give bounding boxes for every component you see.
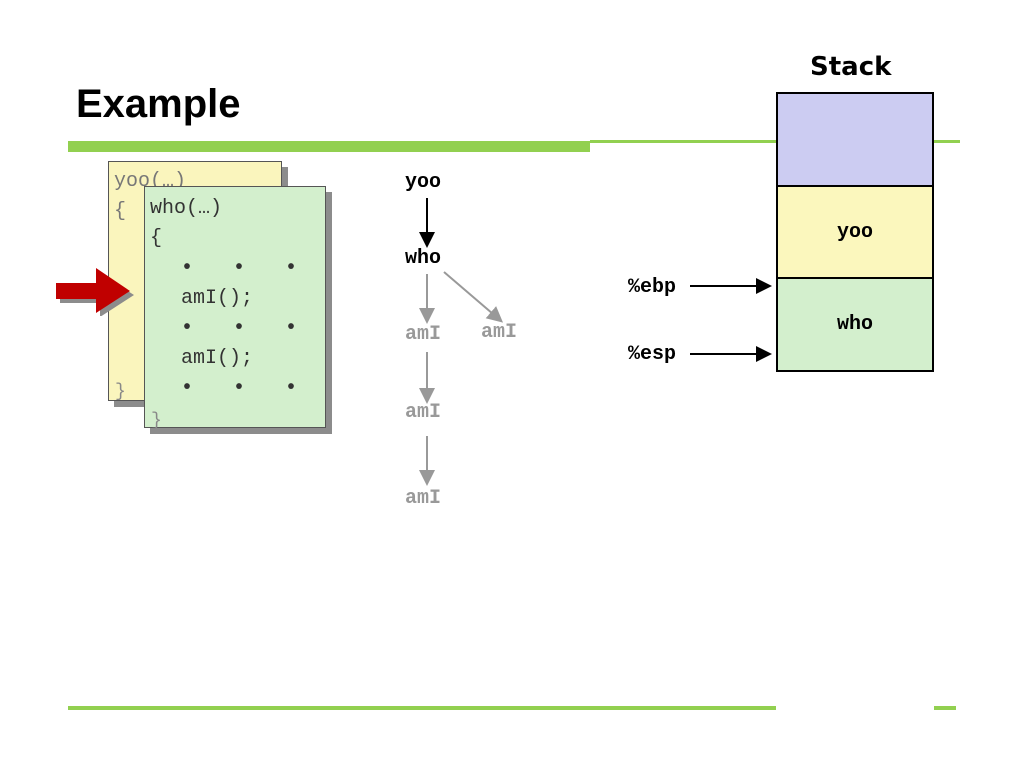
code-line-ami-call: amI(); — [181, 347, 254, 370]
call-tree-who: who — [405, 247, 442, 270]
stack-frame-label: yoo — [836, 220, 873, 244]
call-tree-edges — [419, 198, 504, 486]
ebp-register-label: %ebp — [628, 276, 677, 299]
esp-register-label: %esp — [628, 343, 677, 366]
register-arrows — [690, 278, 772, 362]
call-tree-ami: amI — [405, 487, 442, 510]
yoo-close-brace: } — [115, 382, 126, 402]
code-ellipsis: • • • — [181, 377, 312, 400]
who-header: who(…) — [150, 197, 223, 220]
call-tree-ami: amI — [405, 401, 442, 424]
who-open-brace: { — [150, 227, 163, 250]
yoo-open-brace: { — [114, 200, 127, 223]
stack-frame-yoo: yoo — [778, 187, 932, 279]
slide-title: Example — [76, 82, 241, 126]
stack-frame-caller — [778, 94, 932, 187]
stack-frame-who: who — [778, 279, 932, 370]
stack-diagram: yoo who — [776, 92, 934, 372]
stack-frame-label: who — [836, 313, 873, 336]
call-tree-ami: amI — [405, 323, 442, 346]
title-underline — [68, 141, 590, 152]
call-tree-yoo: yoo — [405, 171, 442, 194]
footer-rule — [68, 706, 776, 710]
call-tree-ami: amI — [481, 321, 518, 344]
current-line-arrow-icon — [56, 268, 134, 316]
who-code-card: who(…) { • • • amI(); • • • amI(); • • •… — [144, 186, 326, 431]
title-underline-thin — [590, 140, 960, 143]
code-ellipsis: • • • — [181, 317, 312, 340]
footer-rule-right — [934, 706, 956, 710]
who-close-brace: } — [151, 411, 162, 431]
code-ellipsis: • • • — [181, 257, 312, 280]
code-line-ami-call: amI(); — [181, 287, 254, 310]
stack-label: Stack — [810, 52, 892, 82]
